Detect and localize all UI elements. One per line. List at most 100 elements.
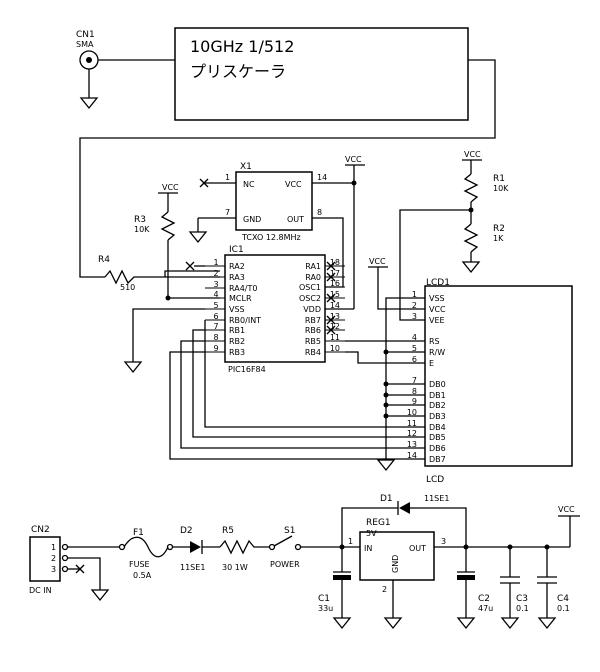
r1-ref: R1 (493, 174, 505, 184)
ic1-right-pin-name: RB7 (305, 316, 321, 325)
r3-value: 10K (134, 225, 150, 234)
c3-capacitor: C3 0.1 (500, 544, 529, 629)
reg1-in: IN (364, 544, 372, 553)
ic1-left-pin-name: VSS (229, 305, 245, 314)
r4-ref: R4 (98, 255, 110, 265)
c2-capacitor: C2 47u (457, 547, 493, 629)
f1-fuse: F1 FUSE 0.5A (118, 528, 190, 580)
ic1-left-pin-number: 1 (213, 258, 218, 267)
reg1-pin-out: 3 (441, 537, 446, 546)
ic1-left-pin-number: 8 (213, 333, 218, 342)
cn2-ref: CN2 (31, 525, 50, 535)
reg1-ref: REG1 (366, 518, 391, 528)
x1-ref: X1 (240, 162, 252, 172)
x1-pin-out: OUT (287, 215, 304, 224)
lcd-pin-name: DB4 (429, 423, 446, 432)
reg1-value: 5V (366, 529, 377, 538)
lcd-pin-name: DB7 (429, 455, 446, 464)
lcd-pin-name: DB1 (429, 391, 446, 400)
cn2-dc-in: CN2 1 2 3 DC IN (29, 525, 120, 601)
lcd-pin-name: VCC (429, 305, 446, 314)
ic1-right-pin-name: RB4 (305, 348, 321, 357)
c4-ref: C4 (557, 594, 569, 604)
ic1-left-pin-name: RB2 (229, 337, 245, 346)
reg1-pin-gnd: 2 (382, 585, 387, 594)
prescaler-block: 10GHz 1/512 プリスケーラ (79, 27, 496, 278)
r4-resistor: R4 510 (98, 255, 220, 292)
lcd-pin-number: 2 (412, 301, 417, 310)
r5-ref: R5 (222, 526, 234, 536)
c1-value: 33u (318, 604, 333, 613)
ic1-right-pin-name: RB5 (305, 337, 321, 346)
cn2-pin-1: 1 (51, 543, 56, 552)
ic1-right-pin-name: VDD (303, 305, 321, 314)
ic1-right-pin-name: RA1 (305, 262, 321, 271)
lcd-pin-number: 4 (412, 333, 417, 342)
lcd-pin-number: 6 (412, 355, 417, 364)
ic1-right-pin-name: RA0 (305, 273, 321, 282)
x1-tcxo: X1 NC VCC GND OUT 1 14 7 8 TCXO 12.8MHz (189, 162, 357, 288)
r2-value: 1K (493, 234, 504, 243)
ic1-left-pin-number: 3 (213, 280, 218, 289)
prescaler-title: 10GHz 1/512 (190, 37, 294, 56)
ic1-left-pin-name: RB1 (229, 326, 245, 335)
x1-pin-8: 8 (317, 208, 322, 217)
cn2-pin-2: 2 (51, 554, 56, 563)
f1-label: FUSE (129, 560, 150, 569)
ic1-left-pin-number: 7 (213, 322, 218, 331)
lcd-pin-number: 8 (412, 387, 417, 396)
ic1-left-pin-name: RA4/T0 (229, 284, 257, 293)
reg1-out: OUT (409, 544, 426, 553)
ic1-right-pin-number: 11 (330, 333, 340, 342)
s1-power-switch: S1 POWER (268, 526, 360, 569)
lcd-pin-number: 3 (412, 312, 417, 321)
ic1-left-pin-number: 9 (213, 344, 218, 353)
lcd-pin-number: 1 (412, 290, 417, 299)
x1-pin-1: 1 (225, 173, 230, 182)
lcd-pin-number: 5 (412, 344, 417, 353)
lcd-pin-name: DB0 (429, 380, 446, 389)
c4-value: 0.1 (557, 604, 570, 613)
d1-ref: D1 (380, 494, 393, 504)
lcd-pin-name: DB2 (429, 401, 446, 410)
lcd-module: LCD1 LCD VSS1VCC2VEE3RS4R/W5E6DB07DB18DB… (169, 257, 573, 485)
lcd-pin-name: DB3 (429, 412, 446, 421)
c1-capacitor: C1 33u (318, 547, 351, 629)
reg1-regulator: REG1 5V IN OUT GND 1 3 2 (348, 518, 570, 629)
lcd-pin-number: 11 (407, 419, 417, 428)
lcd-pin-name: VSS (429, 294, 445, 303)
cn2-label: DC IN (29, 586, 52, 595)
d2-diode: D2 11SE1 (180, 526, 220, 572)
lcd-pin-number: 12 (407, 429, 417, 438)
c4-capacitor: C4 0.1 (537, 544, 570, 629)
ic1-pic16f84: IC1 PIC16F84 RA21RA32RA4/T03MCLR4VSS5RB0… (124, 245, 345, 374)
vcc-x1: VCC (345, 155, 362, 164)
ic1-left-pin-number: 6 (213, 312, 218, 321)
lcd-ref: LCD1 (426, 278, 450, 288)
s1-ref: S1 (284, 526, 295, 536)
r5-resistor: R5 30 1W (219, 526, 270, 572)
ic1-left-pin-number: 2 (213, 269, 218, 278)
cn1-type: SMA (76, 40, 94, 49)
ic1-left-pin-name: RA3 (229, 273, 245, 282)
lcd-pin-name: DB5 (429, 433, 446, 442)
cn1-sma-connector: CN1 SMA (76, 30, 175, 109)
reg1-gnd: GND (391, 555, 400, 573)
vcc-out: VCC (558, 505, 575, 514)
ic1-left-pin-name: RB3 (229, 348, 245, 357)
ic1-left-pin-names: RA21RA32RA4/T03MCLR4VSS5RB0/INT6RB17RB28… (213, 258, 261, 357)
f1-ref: F1 (133, 528, 144, 538)
ic1-right-pin-number: 16 (330, 279, 340, 288)
lcd-pin-name: DB6 (429, 444, 446, 453)
d1-diode: D1 11SE1 (339, 494, 469, 550)
cn1-ref: CN1 (76, 30, 95, 40)
r1-r2-divider: VCC R1 10K R2 1K (399, 150, 509, 321)
lcd-pin-name: R/W (429, 348, 445, 357)
lcd-pin-name: E (429, 359, 434, 368)
c3-value: 0.1 (516, 604, 529, 613)
r4-value: 510 (120, 283, 135, 292)
d2-value: 11SE1 (180, 563, 205, 572)
vcc-output: VCC (558, 505, 580, 547)
